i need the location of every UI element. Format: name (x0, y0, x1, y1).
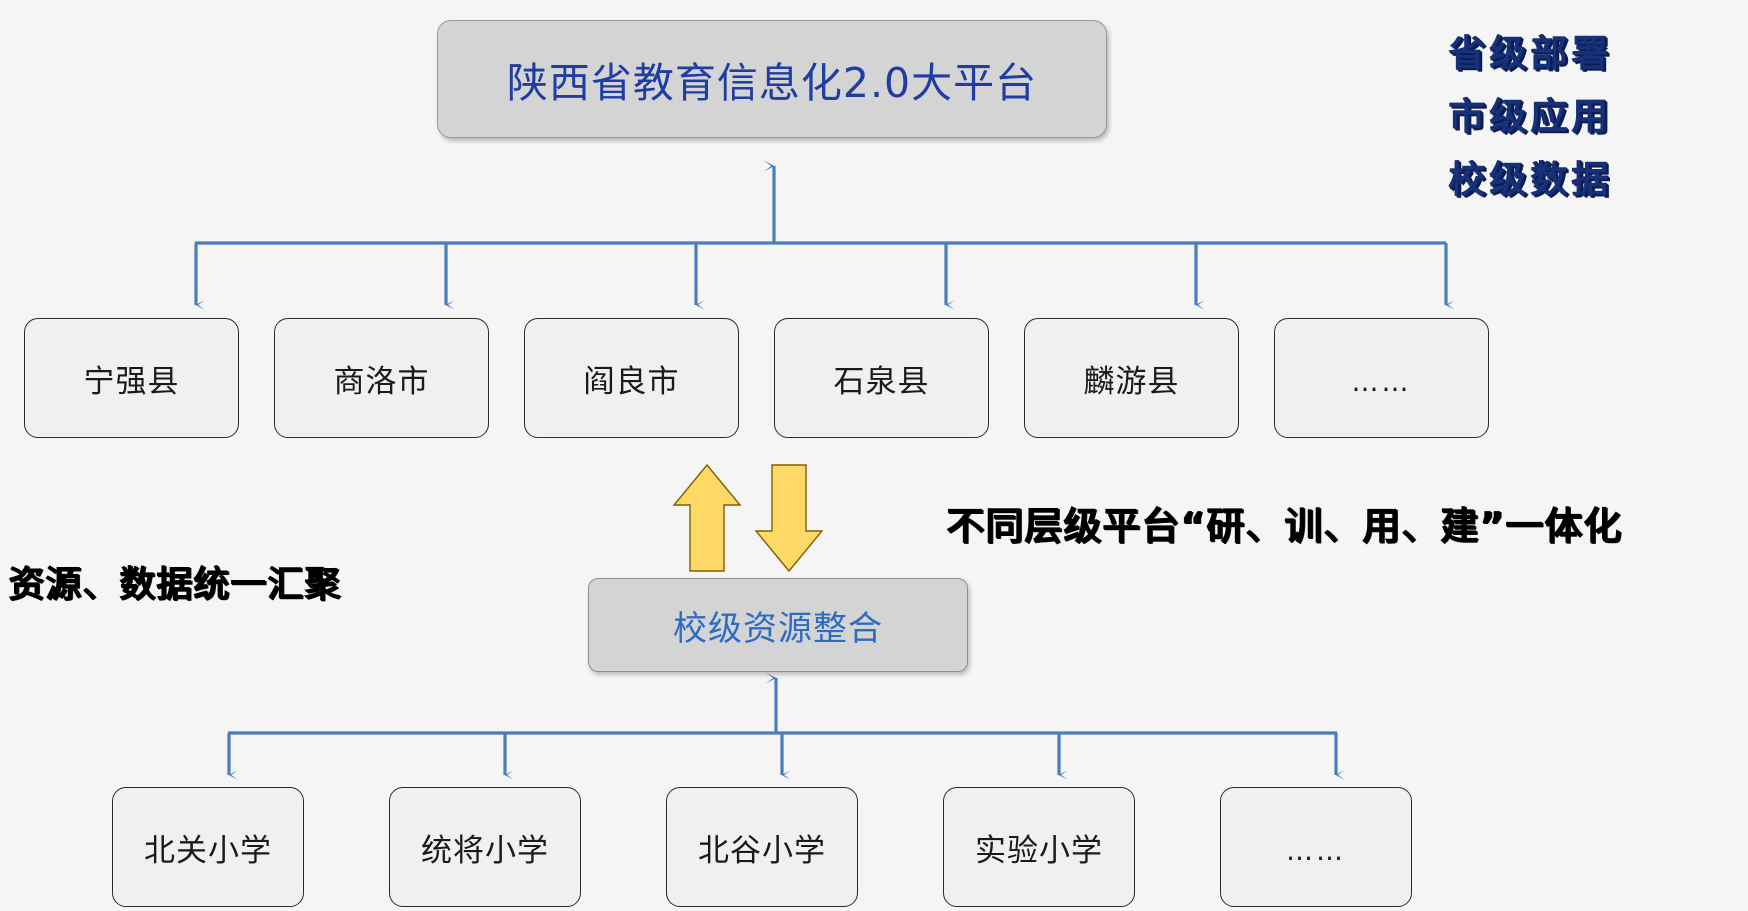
school-node-label: 实验小学 (975, 832, 1103, 869)
school-resource-integration-box[interactable]: 校级资源整合 (588, 578, 968, 672)
level-headings-group: 省级部署 市级应用 校级数据 (1448, 22, 1748, 211)
caption-aggregation-left: 资源、数据统一汇聚 (8, 564, 342, 605)
school-node-label: 北谷小学 (698, 832, 826, 869)
school-node-label: …… (1286, 835, 1346, 867)
level-heading-school: 校级数据 (1448, 158, 1612, 201)
county-node-shangluo[interactable]: 商洛市 (274, 318, 489, 438)
county-node-label: 阎良市 (583, 363, 680, 400)
county-node-yanliang[interactable]: 阎良市 (524, 318, 739, 438)
upward-flow-arrow (672, 463, 742, 572)
school-connector-group (227, 672, 1345, 780)
platform-title-label: 陕西省教育信息化2.0大平台 (506, 59, 1038, 107)
downward-flow-arrow (754, 464, 824, 573)
county-node-label: 麟游县 (1083, 363, 1180, 400)
school-node-label: 北关小学 (144, 832, 272, 869)
caption-integration-right: 不同层级平台“研、训、用、建”一体化 (946, 504, 1622, 548)
platform-title-box[interactable]: 陕西省教育信息化2.0大平台 (437, 20, 1107, 138)
county-node-linyou[interactable]: 麟游县 (1024, 318, 1239, 438)
county-node-label: 石泉县 (833, 363, 930, 400)
school-node-tongjiang[interactable]: 统将小学 (389, 787, 581, 907)
county-connector-group (194, 160, 1455, 310)
county-node-ningqiang[interactable]: 宁强县 (24, 318, 239, 438)
county-node-label: 宁强县 (83, 363, 180, 400)
school-node-label: 统将小学 (421, 832, 549, 869)
school-node-more[interactable]: …… (1220, 787, 1412, 907)
county-node-more[interactable]: …… (1274, 318, 1489, 438)
county-node-label: …… (1351, 366, 1412, 398)
county-node-label: 商洛市 (333, 363, 430, 400)
level-heading-provincial: 省级部署 (1448, 32, 1612, 75)
exchange-arrows-group (672, 463, 824, 573)
county-node-shiquan[interactable]: 石泉县 (774, 318, 989, 438)
school-resource-integration-label: 校级资源整合 (673, 608, 883, 649)
school-node-beigu[interactable]: 北谷小学 (666, 787, 858, 907)
school-node-beiguan[interactable]: 北关小学 (112, 787, 304, 907)
school-node-shiyan[interactable]: 实验小学 (943, 787, 1135, 907)
level-heading-municipal: 市级应用 (1448, 95, 1612, 138)
